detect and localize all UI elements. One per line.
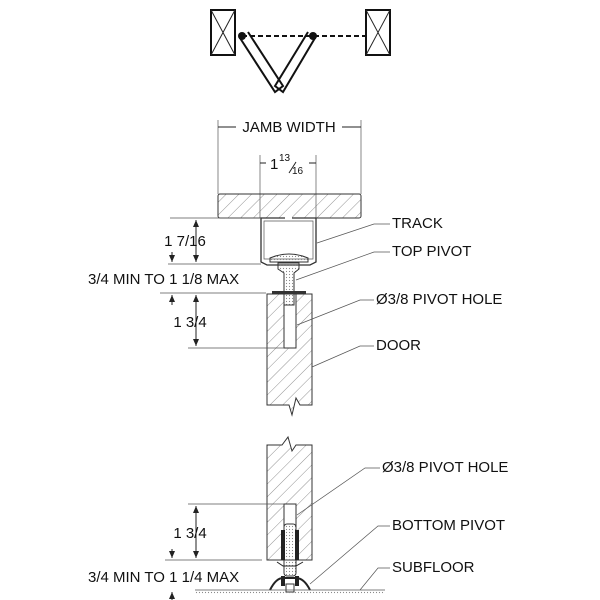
subfloor-callout: SUBFLOOR <box>392 559 475 576</box>
bottom-gap-label: 3/4 MIN TO 1 1/4 MAX <box>88 569 239 586</box>
pivot-dot-icon <box>309 32 317 40</box>
bottom-pivot <box>269 523 311 593</box>
bottom-callouts: Ø3/8 PIVOT HOLE BOTTOM PIVOT SUBFLOOR <box>296 459 508 591</box>
track-width-denominator: 16 <box>292 166 304 177</box>
track-height-label: 1 7/16 <box>164 233 206 250</box>
subfloor <box>195 590 385 594</box>
track <box>260 217 317 266</box>
top-vertical-dimensions: 1 7/16 3/4 MIN TO 1 1/8 MAX 1 3/4 <box>88 217 284 349</box>
top-pivot-callout: TOP PIVOT <box>392 243 471 260</box>
track-callout: TRACK <box>392 215 443 232</box>
bottom-pivot-callout: BOTTOM PIVOT <box>392 517 505 534</box>
jamb-width-label: JAMB WIDTH <box>242 119 335 136</box>
top-pivot-hole-callout: Ø3/8 PIVOT HOLE <box>376 291 502 308</box>
pivot-dot-icon <box>238 32 246 40</box>
top-gap-label: 3/4 MIN TO 1 1/8 MAX <box>88 271 239 288</box>
door-top-section <box>266 293 313 417</box>
door-callout: DOOR <box>376 337 421 354</box>
top-hole-depth-label: 1 3/4 <box>173 314 206 331</box>
jamb-width-dimension: JAMB WIDTH <box>217 119 362 194</box>
bottom-vertical-dimensions: 1 3/4 3/4 MIN TO 1 1/4 MAX <box>88 503 284 600</box>
bottom-pivot-hole-callout: Ø3/8 PIVOT HOLE <box>382 459 508 476</box>
track-width-whole: 1 <box>270 156 278 173</box>
left-jamb-icon <box>210 9 236 56</box>
top-callouts: TRACK TOP PIVOT Ø3/8 PIVOT HOLE DOOR <box>295 215 502 368</box>
bottom-hole-depth-label: 1 3/4 <box>173 525 206 542</box>
jamb-header <box>217 193 362 219</box>
track-width-numerator: 13 <box>279 153 291 164</box>
door-panel-right <box>273 31 316 94</box>
right-jamb-icon <box>365 9 391 56</box>
plan-view-icon <box>210 9 391 94</box>
